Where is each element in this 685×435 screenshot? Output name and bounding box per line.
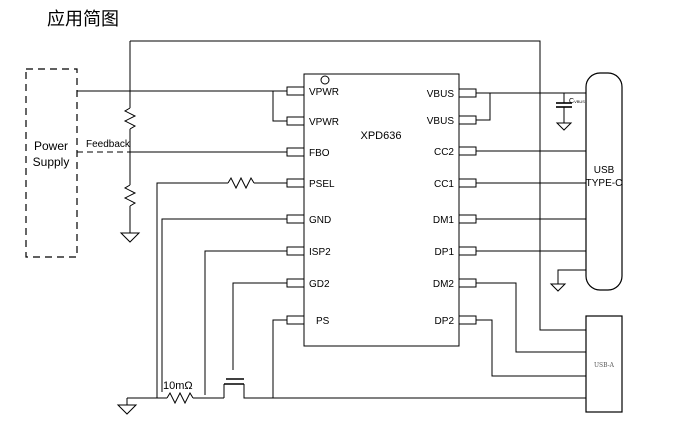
power-supply-box	[25, 68, 78, 258]
feedback-label: Feedback	[86, 139, 131, 150]
pin-gnd	[286, 214, 305, 224]
pin-vbus-2	[458, 115, 477, 125]
pin-label-ps: PS	[316, 316, 330, 327]
pin-label-gnd: GND	[309, 215, 331, 226]
psel-resistor	[227, 176, 255, 190]
pin-psel	[286, 178, 305, 188]
pin-label-vpwr-1: VPWR	[309, 87, 339, 98]
usb-a-label: USB-A	[594, 362, 615, 369]
cap-label-c: C	[569, 98, 574, 105]
pin-vpwr-2	[286, 116, 305, 126]
right-pins	[458, 88, 477, 325]
gd2-wire	[232, 282, 287, 370]
pin-label-cc1: CC1	[434, 179, 454, 190]
power-supply-label-line2: Supply	[33, 155, 70, 169]
pin-label-vpwr-2: VPWR	[309, 117, 339, 128]
pin-label-dp2: DP2	[435, 316, 455, 327]
isp2-wire	[204, 250, 287, 395]
pin-label-dm2: DM2	[433, 279, 455, 290]
vpwr-bridge-wire	[272, 91, 287, 122]
pin-vpwr-1	[286, 86, 305, 96]
pin-label-fbo: FBO	[309, 148, 330, 159]
usbc-ground-wire	[557, 269, 586, 284]
pin-label-vbus-2: VBUS	[427, 116, 455, 127]
ps-wire	[272, 319, 287, 398]
power-supply-label-line1: Power	[34, 139, 68, 153]
pin-ps	[286, 315, 305, 325]
left-pins	[286, 86, 305, 325]
usb-c-label-line2: TYPE-C	[586, 178, 623, 189]
pin-label-cc2: CC2	[434, 147, 454, 158]
dp2-wire	[476, 319, 586, 377]
pin-label-isp2: ISP2	[309, 247, 331, 258]
chip-body	[303, 73, 460, 347]
pin-label-gd2: GD2	[309, 279, 330, 290]
pin-dp2	[458, 315, 477, 325]
pin-isp2	[286, 246, 305, 256]
mosfet-drain-wire	[243, 384, 586, 399]
gnd-wire	[161, 218, 287, 392]
pin-label-dp1: DP1	[435, 247, 455, 258]
pin-cc2	[458, 146, 477, 156]
pin-dm1	[458, 214, 477, 224]
pin-fbo	[286, 147, 305, 157]
usb-c-label-line1: USB	[594, 165, 615, 176]
divider-resistor-bottom	[123, 184, 137, 207]
pin-label-psel: PSEL	[309, 179, 335, 190]
pin-cc1	[458, 178, 477, 188]
sense-resistor	[166, 391, 194, 405]
psel-ground-wire	[156, 182, 228, 392]
ground-symbol-usbc	[549, 283, 567, 292]
pin1-marker	[320, 75, 330, 85]
dm2-wire	[476, 282, 586, 353]
sense-ground-wire	[127, 392, 158, 399]
divider-resistor-top	[123, 107, 137, 130]
diagram-title: 应用简图	[47, 9, 119, 30]
sense-resistor-label: 10mΩ	[163, 380, 193, 392]
pin-dm2	[458, 278, 477, 288]
usb-type-c-connector	[585, 72, 623, 291]
ground-symbol-divider	[119, 232, 141, 243]
top-rail-wire	[130, 40, 586, 331]
ground-symbol-bottom	[116, 404, 138, 415]
cap-label: CVBUS	[569, 98, 585, 105]
pin-gd2	[286, 278, 305, 288]
vbus-bridge-wire	[476, 92, 491, 121]
pin-label-vbus-1: VBUS	[427, 89, 455, 100]
cap-label-sub: VBUS	[574, 99, 585, 104]
pin-dp1	[458, 246, 477, 256]
chip-name: XPD636	[361, 130, 402, 142]
pin-vbus-1	[458, 88, 477, 98]
usb-a-connector	[585, 315, 623, 413]
ground-symbol-cap	[555, 122, 573, 131]
pin-label-dm1: DM1	[433, 215, 455, 226]
